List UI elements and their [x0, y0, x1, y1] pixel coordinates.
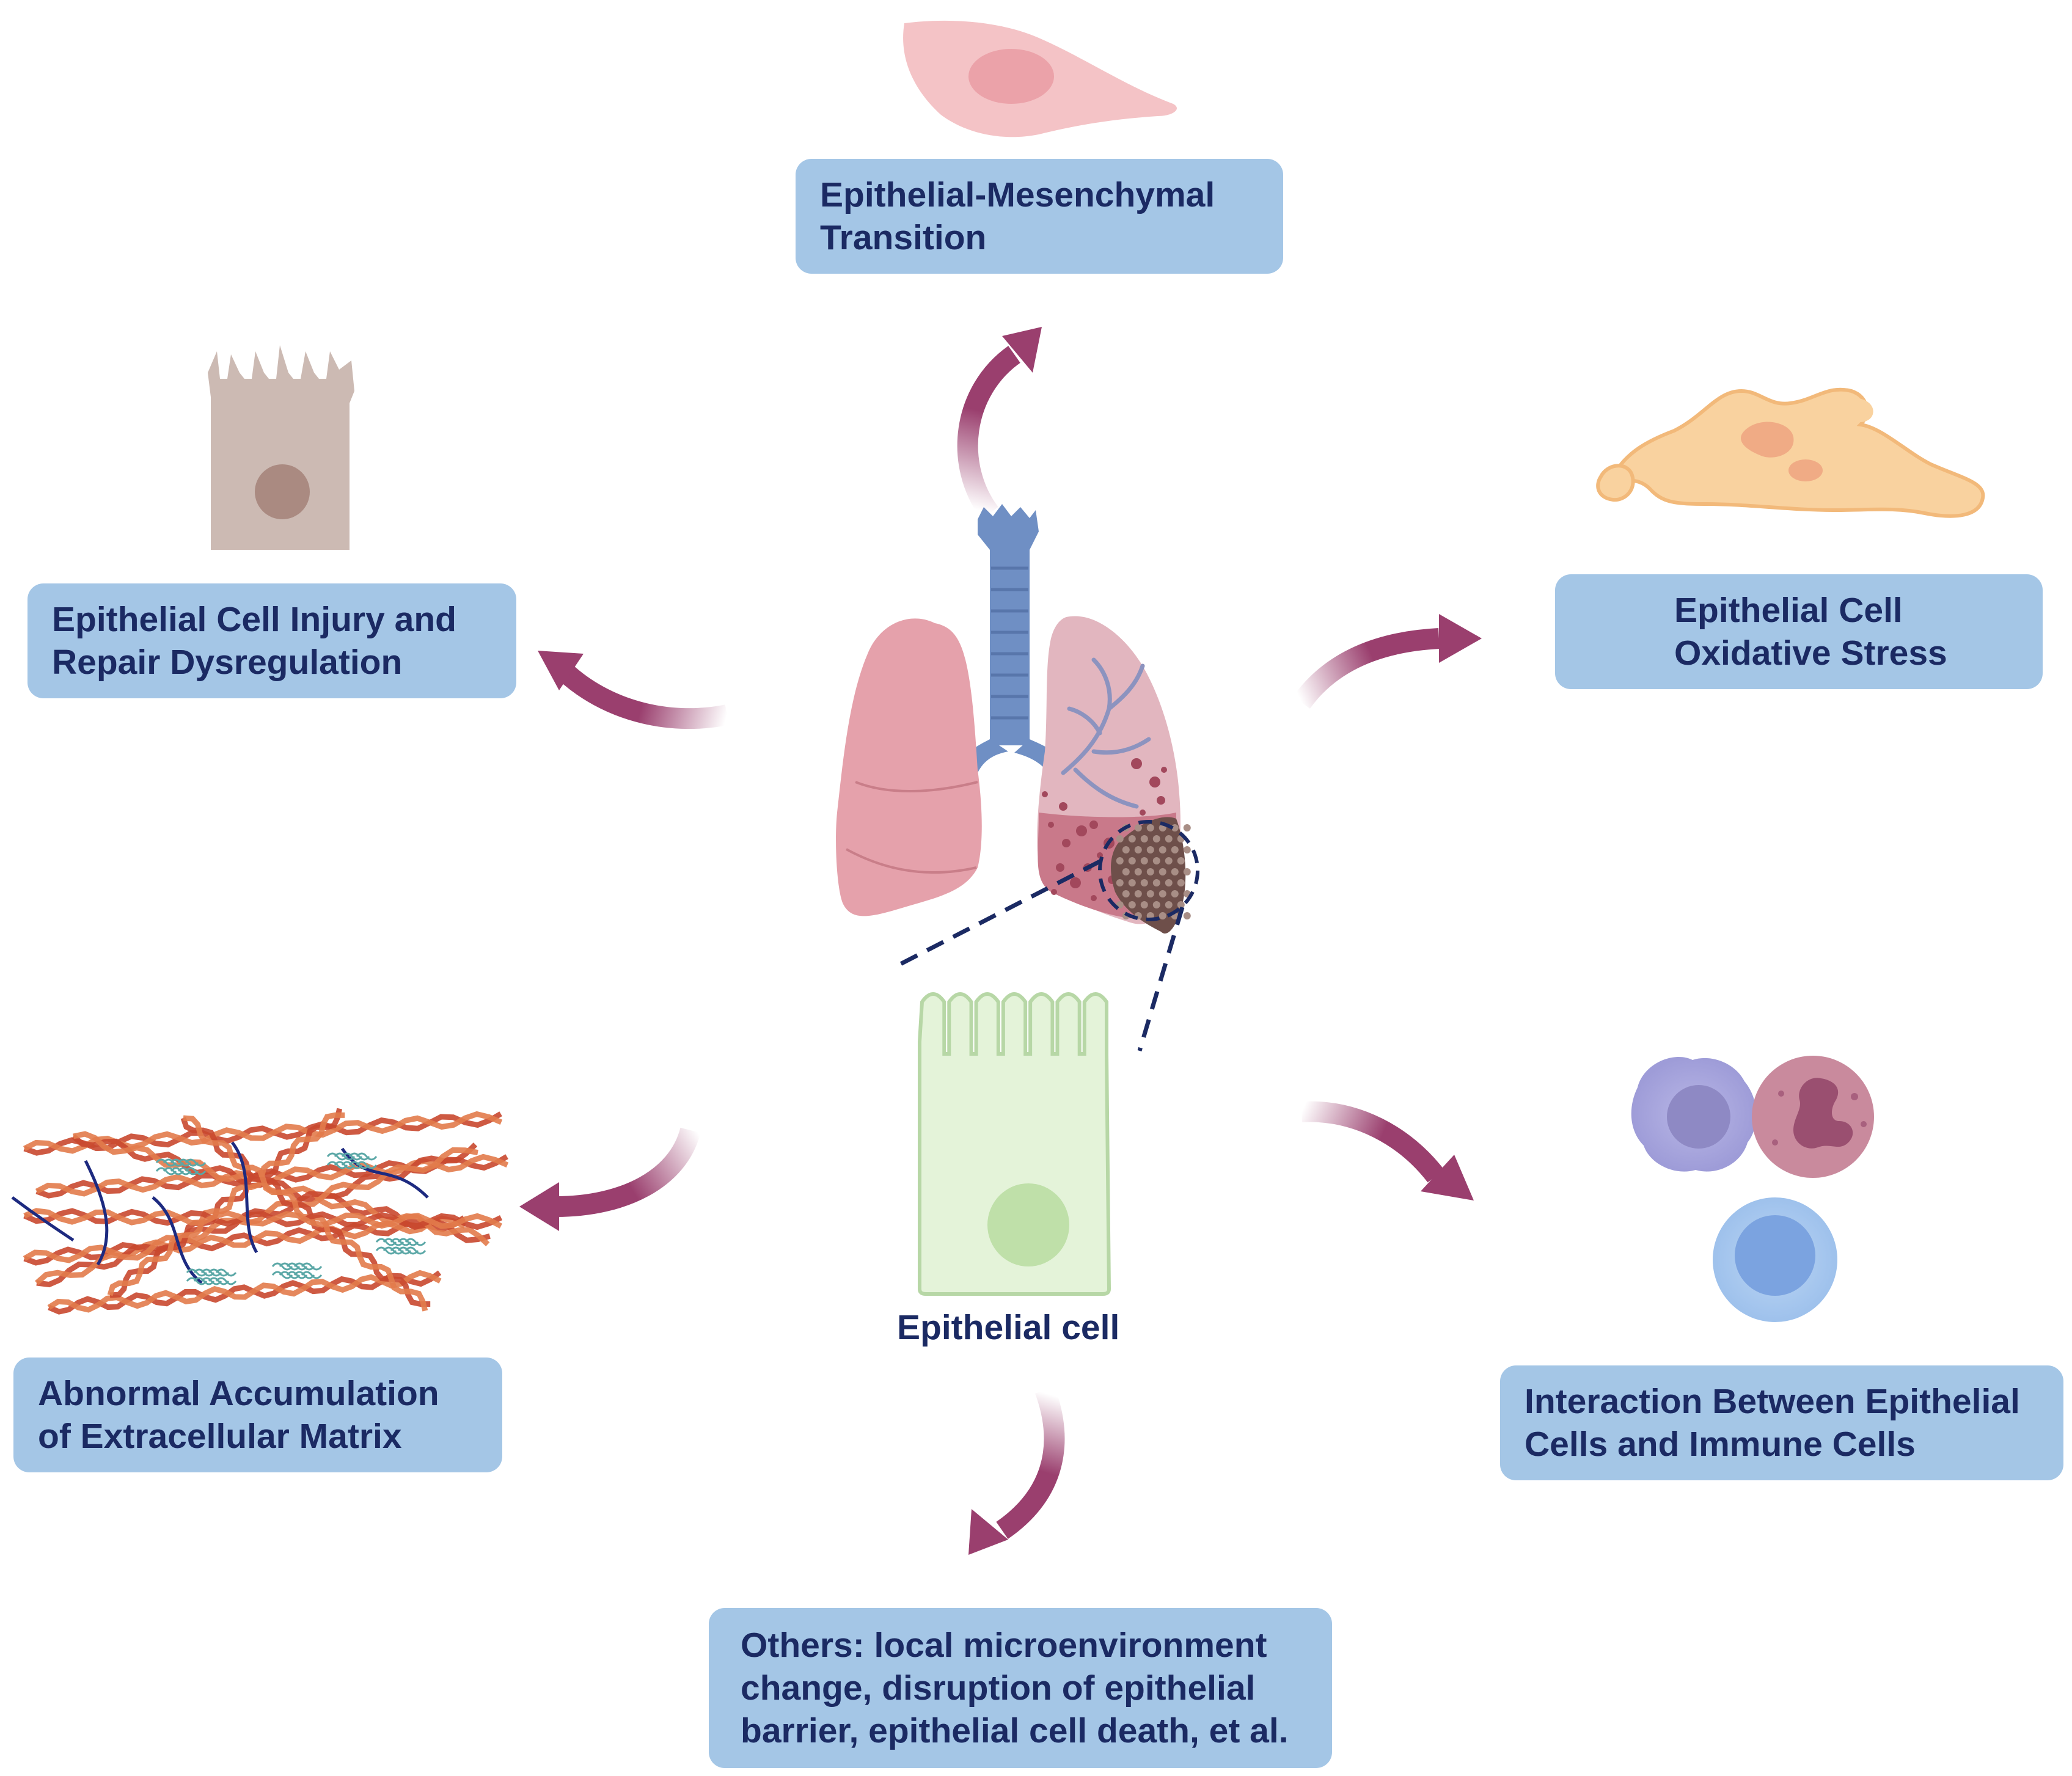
epithelial-cell-icon — [918, 992, 1111, 1296]
box-epithelial-injury-repair: Epithelial Cell Injury and Repair Dysreg… — [27, 583, 516, 698]
arrow-to-emt — [957, 327, 1042, 520]
box-line: barrier, epithelial cell death, et al. — [741, 1711, 1289, 1750]
box-line: Others: local microenvironment — [741, 1626, 1267, 1665]
box-oxidative-stress: Epithelial Cell Oxidative Stress — [1555, 574, 2043, 689]
arrow-to-oxidative — [1293, 614, 1482, 709]
box-line: Abnormal Accumulation — [38, 1374, 439, 1413]
immune-cells-icon — [1631, 1056, 1874, 1322]
box-line: of Extracellular Matrix — [38, 1417, 402, 1456]
arrow-to-others — [968, 1386, 1065, 1555]
box-line: Oxidative Stress — [1674, 634, 1947, 673]
box-epithelial-mesenchymal-transition: Epithelial-Mesenchymal Transition — [796, 159, 1283, 274]
lungs-icon — [836, 504, 1199, 1051]
box-extracellular-matrix: Abnormal Accumulation of Extracellular M… — [13, 1358, 502, 1472]
epithelial-cell-label: Epithelial cell — [897, 1308, 1120, 1347]
mesenchymal-cell-icon — [903, 20, 1177, 137]
box-line: Epithelial Cell — [1674, 591, 1903, 630]
box-line: change, disruption of epithelial — [741, 1668, 1256, 1708]
oxidized-cell-icon — [1596, 387, 1985, 518]
arrow-to-ecm — [519, 1127, 701, 1231]
arrow-to-injury — [538, 651, 730, 729]
collagen-fibers-icon — [11, 1108, 509, 1315]
box-line: Epithelial Cell Injury and — [52, 600, 456, 639]
box-line: Interaction Between Epithelial — [1525, 1382, 2020, 1421]
arrow-to-immune — [1301, 1101, 1474, 1200]
injured-epithelial-cell-icon — [208, 345, 354, 550]
box-line: Epithelial-Mesenchymal — [820, 175, 1215, 214]
box-immune-interaction: Interaction Between Epithelial Cells and… — [1500, 1365, 2063, 1480]
box-line: Repair Dysregulation — [52, 643, 403, 682]
box-others: Others: local microenvironment change, d… — [709, 1608, 1332, 1768]
box-line: Transition — [820, 218, 987, 257]
box-line: Cells and Immune Cells — [1525, 1425, 1916, 1464]
